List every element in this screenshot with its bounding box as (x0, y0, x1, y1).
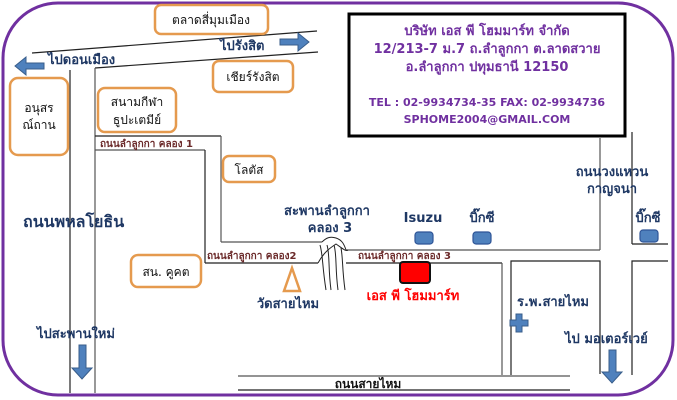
bigc-marker-right (639, 229, 659, 243)
bridge-label-2: คลอง 3 (308, 221, 352, 236)
company-info-box (347, 12, 627, 138)
lotus-box (221, 154, 277, 184)
bigc-label-right: บิ๊กซี (636, 208, 661, 226)
company-address-2: อ.ลำลูกกา ปทุมธานี 12150 (406, 59, 569, 75)
bigc-marker (472, 231, 492, 245)
destination-marker (399, 261, 431, 284)
phahon-road-label: ถนนพหลโยธิน (23, 211, 124, 231)
road-top-line-2 (94, 51, 319, 69)
bridge (317, 236, 349, 291)
company-email[interactable]: SPHOME2004@GMAIL.COM (404, 113, 571, 126)
monument-box (8, 76, 70, 157)
klong1-road-label: ถนนลำลูกกา คลอง 1 (100, 138, 193, 151)
klong3-road-label: ถนนลำลูกกา คลอง 3 (358, 250, 451, 263)
market-label: ตลาดสี่มุมเมือง (172, 11, 250, 28)
bridge-label-1: สะพานลำลูกกา (284, 203, 370, 219)
bigc-label: บิ๊กซี (470, 208, 495, 226)
arrow-left-icon (14, 55, 45, 77)
ring-road-label-1: ถนนวงแหวน (576, 165, 649, 180)
arrow-right-icon (279, 31, 310, 53)
monument-label-2: ณ์ถาน (22, 118, 55, 132)
isuzu-label: Isuzu (404, 211, 443, 226)
hospital-label: ร.พ.สายไหม (517, 293, 589, 310)
police-box (129, 253, 203, 289)
to-donmueang-label: ไปดอนเมือง (46, 51, 115, 68)
temple-label: วัดสายไหม (257, 295, 319, 312)
police-label: สน. คูคต (142, 265, 189, 280)
monument-label-1: อนุสร (24, 101, 54, 116)
to-motorway-label: ไป มอเตอร์เวย์ (563, 330, 648, 347)
saimai-road-label: ถนนสายไหม (335, 376, 402, 391)
lotus-label: โลตัส (235, 163, 265, 177)
to-rangsit-label: ไปรังสิต (218, 37, 265, 54)
company-name: บริษัท เอส พี โฮมมาร์ท จำกัด (404, 22, 569, 39)
ring-road-label-2: กาญจนา (587, 182, 637, 197)
stadium-label-2: ธูปะเตมีย์ (113, 113, 161, 128)
klong2-road-label: ถนนลำลูกกา คลอง2 (207, 250, 297, 263)
isuzu-marker (414, 231, 434, 245)
to-saphanmai-label: ไปสะพานใหม่ (35, 325, 115, 342)
stadium-box (96, 86, 178, 134)
company-address-1: 12/213-7 ม.7 ถ.ลำลูกกา ต.ลาดสวาย (374, 41, 601, 57)
cheer-rangsit-box (211, 59, 295, 94)
market-box (153, 3, 270, 36)
company-phone-fax: TEL : 02-9934734-35 FAX: 02-9934736 (369, 96, 606, 109)
road-top-line-1 (31, 30, 318, 54)
temple-icon (282, 264, 302, 293)
hospital-block (510, 260, 601, 375)
stadium-label-1: สนามกีฬา (111, 95, 163, 109)
roads (31, 30, 668, 393)
arrow-down-icon (70, 344, 94, 380)
hospital-cross-icon (509, 313, 529, 333)
cheer-rangsit-label: เชียร์รังสิต (226, 70, 279, 84)
right-block (631, 260, 668, 375)
destination-label: เอส พี โฮมมาร์ท (367, 287, 460, 304)
arrow-down-icon (600, 349, 624, 384)
